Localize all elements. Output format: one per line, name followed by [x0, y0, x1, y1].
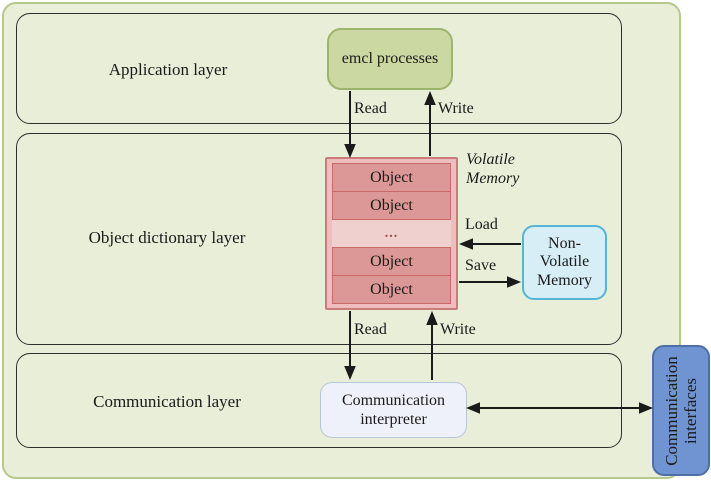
- emcl-processes-label: emcl processes: [341, 50, 439, 67]
- object-row: Object: [332, 247, 451, 276]
- communication-layer-box: [16, 353, 622, 448]
- object-row: Object: [332, 191, 451, 220]
- object-row: Object: [332, 275, 451, 304]
- non-volatile-memory-box: Non-Volatile Memory: [522, 225, 607, 300]
- object-row: Object: [332, 163, 451, 192]
- object-row-label: Object: [370, 280, 413, 298]
- object-stack-box: Object Object ... Object Object: [325, 157, 458, 310]
- communication-interpreter-box: Communication interpreter: [320, 382, 467, 438]
- application-layer-label: Application layer: [108, 60, 228, 79]
- object-row-label: Object: [370, 168, 413, 186]
- communication-interfaces-box: Communication interfaces: [652, 345, 710, 476]
- write-label-top: Write: [438, 100, 474, 117]
- write-label-bottom: Write: [440, 321, 476, 338]
- save-label: Save: [465, 257, 497, 274]
- emcl-processes-box: emcl processes: [327, 28, 453, 90]
- communication-interfaces-label: Communication interfaces: [661, 355, 700, 466]
- ellipsis-label: ...: [384, 225, 399, 241]
- non-volatile-memory-label: Non-Volatile Memory: [536, 234, 593, 289]
- application-layer-box: [16, 13, 622, 124]
- read-label-top: Read: [354, 100, 387, 117]
- load-label: Load: [465, 216, 498, 233]
- object-row-ellipsis: ...: [332, 220, 451, 247]
- read-label-bottom: Read: [354, 321, 387, 338]
- communication-layer-label: Communication layer: [93, 392, 241, 411]
- object-row-label: Object: [370, 196, 413, 214]
- object-dictionary-layer-label: Object dictionary layer: [88, 228, 246, 247]
- volatile-memory-annotation: Volatile Memory: [466, 151, 520, 187]
- object-dictionary-layer-box: [16, 133, 622, 345]
- object-row-label: Object: [370, 252, 413, 270]
- communication-interpreter-label: Communication interpreter: [341, 391, 446, 428]
